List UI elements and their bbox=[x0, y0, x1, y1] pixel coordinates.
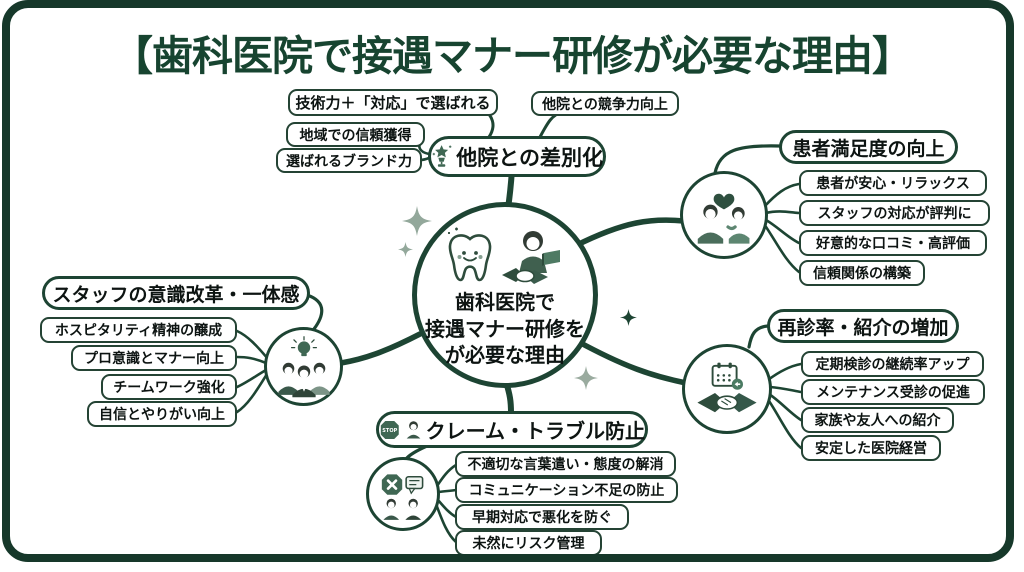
stop-sign-icon: STOP bbox=[380, 420, 399, 439]
fan-claim-1 bbox=[435, 463, 458, 488]
page-title: 【歯科医院で接遇マナー研修が必要な理由】 bbox=[112, 32, 913, 80]
fan-rev-1 bbox=[766, 362, 803, 382]
leaf-staff-2: プロ意識とマナー向上 bbox=[71, 345, 237, 371]
tooth-smile-icon bbox=[448, 227, 492, 282]
leaf-top-1: 技術力＋「対応」で選ばれる bbox=[288, 89, 498, 116]
node-differentiation: 他院との差別化 bbox=[428, 136, 606, 177]
trophy-star-icon bbox=[432, 145, 452, 167]
circle-claim-prevention bbox=[366, 457, 440, 531]
circle-patient-satisfaction bbox=[680, 171, 768, 259]
leaf-staff-1: ホスピタリティ精神の醸成 bbox=[40, 317, 237, 343]
fan-staff-1 bbox=[235, 329, 270, 361]
fan-claim-4 bbox=[434, 502, 458, 544]
svg-text:STOP: STOP bbox=[382, 428, 397, 434]
leaf-satisfaction-4: 信頼関係の構築 bbox=[799, 260, 925, 286]
calendar-handshake-icon bbox=[697, 362, 757, 413]
fan-sat-3 bbox=[764, 218, 801, 245]
circle-revisit-referral bbox=[682, 344, 772, 434]
node-patient-satisfaction: 患者満足度の向上 bbox=[779, 130, 958, 164]
leaf-top-2: 他院との競争力向上 bbox=[531, 91, 679, 116]
fan-staff-3 bbox=[235, 368, 268, 389]
leaf-top-4: 選ばれるブランド力 bbox=[276, 148, 422, 173]
node-claim-label: クレーム・トラブル防止 bbox=[425, 419, 645, 443]
leaf-revisit-2: メンテナンス受診の促進 bbox=[801, 379, 985, 405]
leaf-revisit-4: 安定した医院経営 bbox=[801, 435, 941, 461]
center-line-1: 歯科医院で bbox=[455, 290, 555, 315]
patients-heart-icon bbox=[697, 193, 750, 244]
node-revisit-referral: 再診率・紹介の増加 bbox=[767, 309, 959, 343]
connector-center-right-bottom bbox=[574, 338, 689, 386]
sparkle-icon bbox=[398, 242, 413, 257]
leaf-top-3: 地域での信頼獲得 bbox=[286, 122, 425, 147]
fan-staff-2 bbox=[235, 355, 268, 365]
center-title: 歯科医院で 接遇マナー研修を が必要な理由 bbox=[425, 289, 585, 368]
team-lightbulb-icon bbox=[277, 335, 330, 397]
node-claim-prevention: STOP クレーム・トラブル防止 bbox=[376, 411, 648, 448]
circle-staff-mindset bbox=[264, 327, 343, 406]
node-differentiation-label: 他院との差別化 bbox=[456, 145, 603, 170]
center-line-3: が必要な理由 bbox=[445, 343, 565, 368]
fan-sat-2 bbox=[764, 210, 801, 215]
node-staff-mindset: スタッフの意識改革・一体感 bbox=[42, 276, 310, 310]
leaf-revisit-1: 定期検診の継続率アップ bbox=[801, 351, 984, 377]
leaf-satisfaction-3: 好意的な口コミ・高評価 bbox=[799, 230, 987, 256]
connector-satisfaction-node bbox=[713, 144, 781, 175]
fan-rev-2 bbox=[768, 385, 803, 394]
fan-sat-1 bbox=[762, 182, 801, 209]
connector-staff-node bbox=[305, 293, 324, 331]
connector-revisit-node bbox=[747, 324, 770, 349]
leaf-staff-3: チームワーク強化 bbox=[101, 374, 237, 400]
connector-center-right-top bbox=[572, 217, 687, 249]
leaf-revisit-3: 家族や友人への紹介 bbox=[801, 407, 954, 433]
leaf-staff-4: 自信とやりがい向上 bbox=[87, 401, 237, 427]
center-illustration bbox=[448, 227, 560, 285]
fan-rev-3 bbox=[767, 392, 803, 422]
leaf-satisfaction-1: 患者が安心・リラックス bbox=[799, 170, 987, 196]
center-line-2: 接遇マナー研修を bbox=[425, 316, 585, 341]
receptionist-handshake-icon bbox=[502, 231, 560, 285]
fan-sat-4 bbox=[762, 222, 801, 274]
leaf-claim-1: 不適切な言葉遣い・態度の解消 bbox=[455, 451, 676, 477]
connector-center-left bbox=[338, 331, 423, 366]
leaf-satisfaction-2: スタッフの対応が評判に bbox=[799, 200, 990, 226]
fan-claim-3 bbox=[436, 498, 458, 519]
person-icon bbox=[406, 420, 420, 439]
fan-staff-4 bbox=[235, 372, 269, 414]
leaf-claim-3: 早期対応で悪化を防ぐ bbox=[455, 504, 629, 530]
sparkle-icon bbox=[402, 206, 432, 236]
center-node: 歯科医院で 接遇マナー研修を が必要な理由 bbox=[412, 202, 598, 388]
sparkle-icon bbox=[574, 366, 598, 390]
leaf-claim-2: コミュニケーション不足の防止 bbox=[455, 477, 678, 503]
stop-chat-people-icon bbox=[381, 474, 424, 520]
sparkle-icon bbox=[620, 309, 637, 326]
leaf-claim-4: 未然にリスク管理 bbox=[455, 530, 602, 556]
fan-claim-2 bbox=[437, 488, 458, 494]
